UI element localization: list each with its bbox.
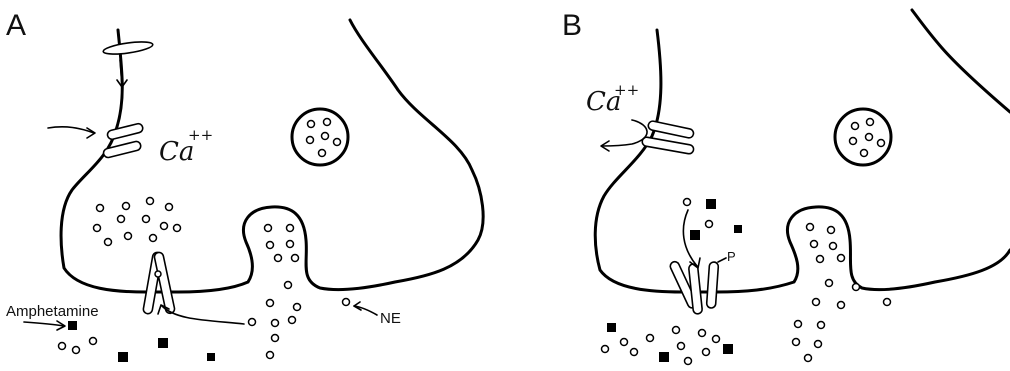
panel-b-calcium-charge: ++: [614, 81, 639, 99]
panel-a-amphetamine-label: Amphetamine: [6, 303, 99, 320]
panel-a-release-ne: [265, 225, 299, 289]
panel-a-ne-label: NE: [380, 310, 401, 327]
panel-a-label: A: [6, 9, 26, 42]
panel-b-transporter: [669, 210, 726, 314]
panel-b-phosphorylation-site: P: [727, 249, 736, 264]
panel-a-calcium-charge: ++: [188, 126, 213, 144]
panel-a-top-receptor: [103, 40, 154, 87]
panel-a-presynaptic-terminal: [61, 20, 483, 292]
panel-a-storage-vesicle: [292, 109, 348, 165]
panel-b: B Ca ++: [562, 9, 1010, 365]
panel-a-amphetamine-arrow: [24, 322, 64, 326]
panel-b-storage-vesicle: [835, 109, 891, 165]
panel-b-cytoplasmic-molecules: [684, 199, 743, 241]
panel-a-calcium-channel: [48, 123, 144, 159]
panel-b-cleft-ne: [602, 299, 891, 365]
panel-b-presynaptic-terminal: [595, 10, 1010, 292]
panel-a-cleft-ne: [59, 299, 350, 359]
panel-b-label: B: [562, 9, 582, 42]
panel-a: A Ca ++: [6, 9, 483, 362]
panel-b-calcium-channel: [601, 120, 694, 154]
panel-a-cytoplasmic-ne: [94, 198, 181, 246]
